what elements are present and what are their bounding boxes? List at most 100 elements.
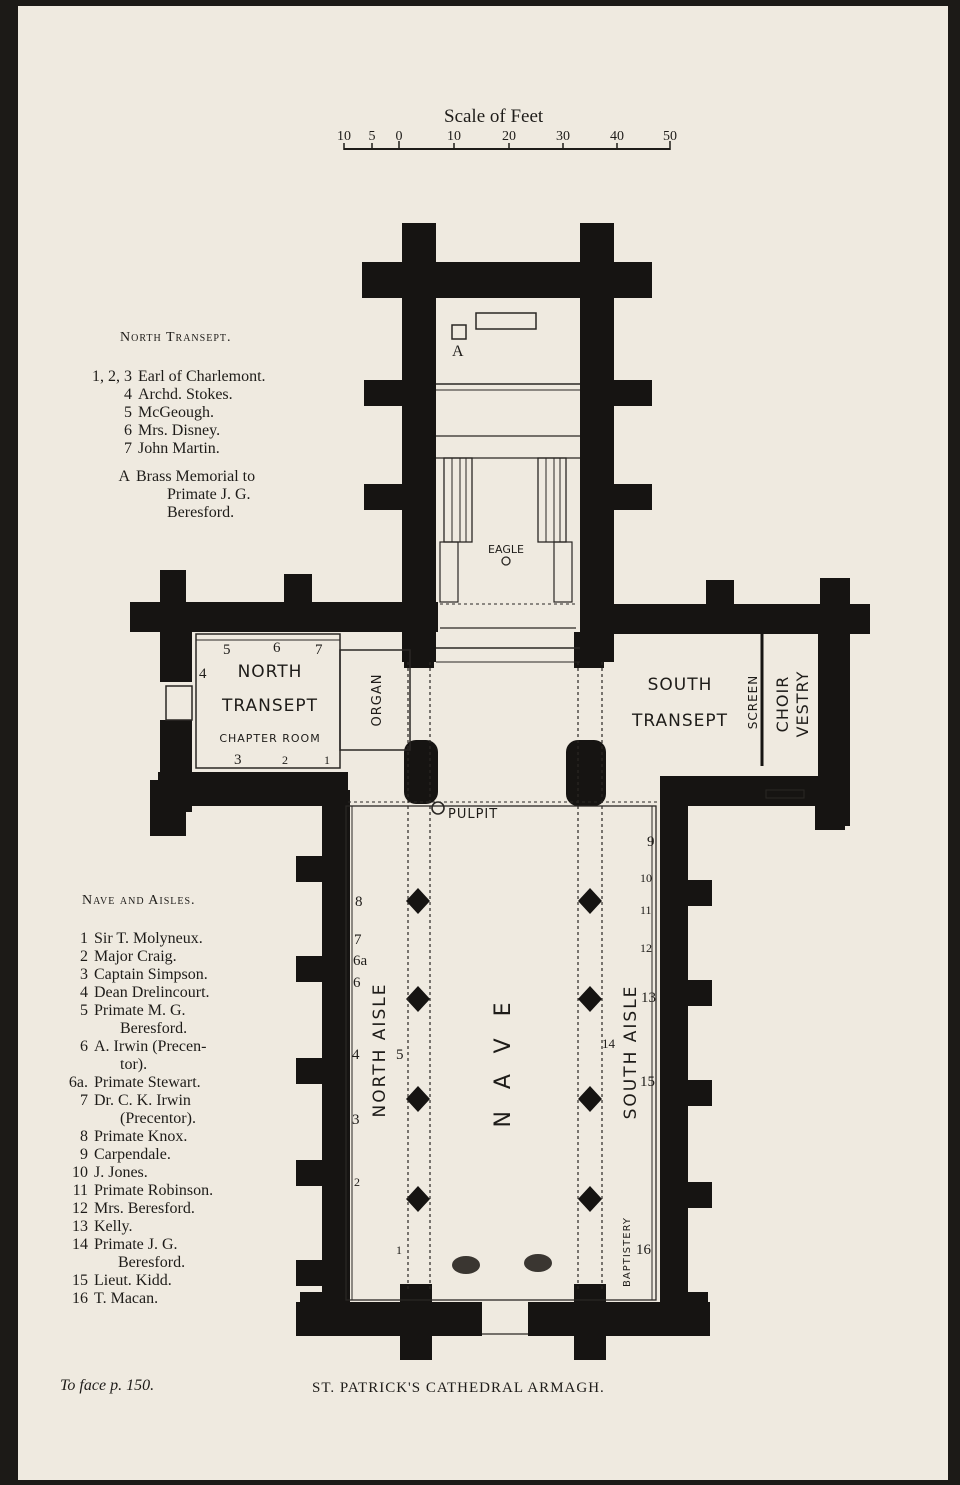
pulpit-label: PULPIT [448,807,498,822]
memorial-number: 5 [223,642,231,658]
nave-pier [406,1186,430,1212]
buttress [684,1080,712,1106]
memorial-number: 5 [396,1047,404,1063]
nave-pier [406,1086,430,1112]
buttress [612,262,652,292]
page-reference: To face p. 150. [60,1377,155,1394]
nave-pier [578,986,602,1012]
west-buttress [400,1284,432,1360]
nave-pier [406,888,430,914]
buttress [706,580,734,610]
scale-tick-label: 0 [396,129,403,144]
memorial-number: 4 [352,1047,360,1063]
crossing-pier [566,740,606,806]
memorial-number: 10 [640,871,652,885]
nave-pier [406,986,430,1012]
scale-bar [343,141,671,150]
choir-stall [537,457,567,543]
eagle-lectern [501,556,511,566]
scale-title: Scale of Feet [444,106,544,127]
north-transept-south-wall [158,772,348,806]
memorial-number: 9 [647,834,655,850]
choir-stall [443,457,473,543]
a-marker-label: A [452,343,464,360]
screen-label: SCREEN [746,675,760,729]
nave-key-heading: Nave and Aisles. [82,893,196,908]
buttress [684,980,712,1006]
memorial-number: 11 [640,903,652,917]
scale-tick-label: 30 [556,129,570,144]
scale-tick-label: 50 [663,129,677,144]
scale-tick-label: 20 [502,129,516,144]
memorial-number: 3 [352,1112,360,1128]
west-corner [300,1292,328,1336]
buttress [296,1260,326,1286]
north-transept-label: TRANSEPT [221,696,318,716]
buttress [612,380,652,406]
buttress [364,380,404,406]
memorial-number: 7 [354,932,362,948]
memorial-number: 13 [641,990,656,1006]
nave-pier [578,1086,602,1112]
memorial-number: 1 [396,1243,402,1257]
eagle-label: EAGLE [488,543,524,556]
memorial-number: 4 [199,666,207,682]
choir-vestry-label: CHOIR [773,676,792,733]
memorial-number: 2 [354,1175,360,1189]
north-transept-key-heading: North Transept. [120,330,232,345]
memorial-number: 1 [324,753,330,767]
buttress [296,1160,326,1186]
north-aisle-label: NORTH AISLE [370,983,390,1118]
memorial-number: 15 [640,1074,655,1090]
west-wall-south [528,1302,710,1336]
south-transept-label: SOUTH [648,675,713,695]
fonts [452,1254,552,1274]
nave-pier [578,1186,602,1212]
memorial-number: 16 [636,1242,652,1258]
buttress [612,484,652,510]
buttress [284,574,312,610]
baptistery-label: BAPTISTERY [622,1217,633,1287]
memorial-number: 6a [353,953,368,969]
memorial-number: 6 [273,640,281,656]
nave-north-wall [322,790,350,1336]
memorial-number: 2 [282,753,288,767]
chapter-room-label: CHAPTER ROOM [219,732,320,745]
west-buttress [574,1284,606,1360]
memorial-number: 3 [234,752,242,768]
west-corner [680,1292,708,1336]
nave-pier [578,888,602,914]
nave-south-wall [660,790,688,1336]
plan-caption: ST. PATRICK'S CATHEDRAL ARMAGH. [312,1380,605,1396]
buttress [150,780,186,836]
buttress [364,484,404,510]
nave-label: NAVE [491,980,516,1127]
memorial-number: 7 [315,642,323,658]
buttress [296,1058,326,1084]
buttress [815,780,845,830]
north-door [165,685,193,721]
organ-outline [339,649,411,751]
memorial-number: 14 [602,1036,616,1051]
scale-tick-label: 10 [447,129,461,144]
choir-north-wall [402,262,436,662]
memorial-number: 8 [355,894,363,910]
interior-lines [165,312,805,1335]
scale-tick-label: 40 [610,129,624,144]
pulpit-marker [431,801,445,815]
memorial-number: 12 [640,941,652,955]
buttress [296,956,326,982]
south-transept-label: TRANSEPT [631,711,728,731]
buttress [684,1182,712,1208]
brass-memorial-marker [451,324,467,340]
choir-south-wall [580,262,614,662]
scale-tick-label: 5 [369,129,376,144]
north-transept-west-wall [160,602,192,682]
